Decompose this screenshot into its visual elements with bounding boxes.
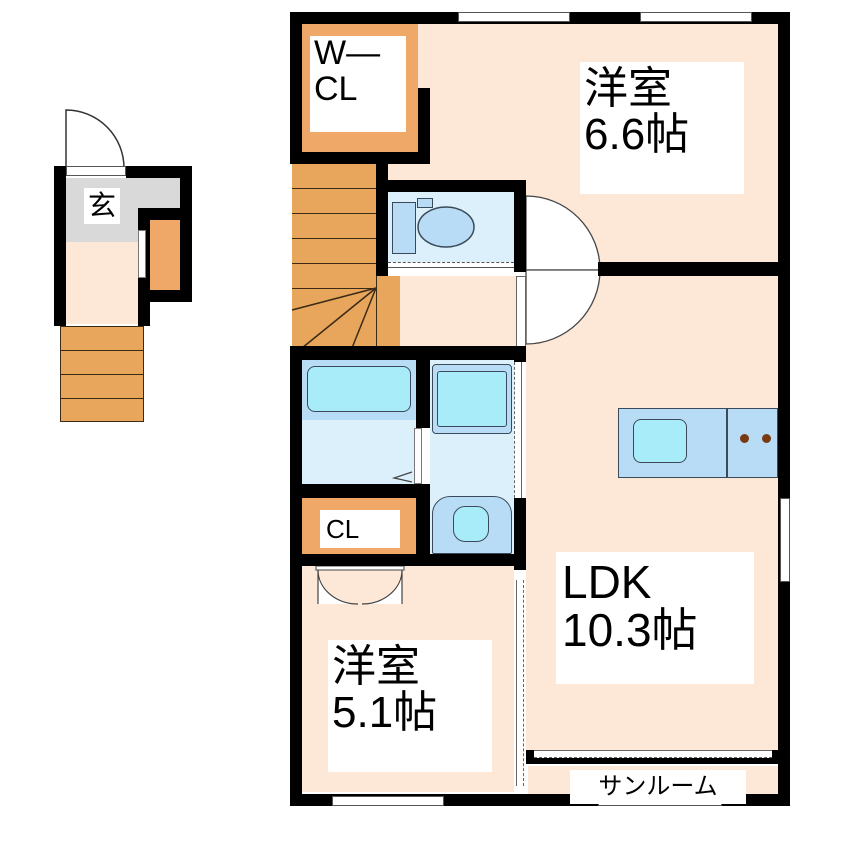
entrance-label: 玄 xyxy=(84,188,120,224)
ldk-size: 10.3帖 xyxy=(562,604,698,657)
stove-burner-icon xyxy=(762,434,771,443)
window xyxy=(780,498,790,582)
stove-burner-icon xyxy=(740,434,749,443)
walk-in-closet-label-line2: CL xyxy=(314,69,358,108)
ldk-name: LDK xyxy=(562,556,652,608)
stair-winder-lines xyxy=(291,287,377,349)
interior-stairs xyxy=(292,164,376,348)
washbasin-bowl-icon xyxy=(453,506,489,542)
shoe-cabinet xyxy=(150,220,180,290)
bedroom-upper-name: 洋室 xyxy=(584,64,672,113)
washing-machine-icon xyxy=(437,371,507,427)
sunroom-label: サンルーム xyxy=(570,770,746,804)
kitchen-sink-icon xyxy=(633,419,687,463)
window xyxy=(458,12,570,22)
hall-floor xyxy=(400,276,526,348)
entrance-hall-floor xyxy=(66,242,138,324)
bedroom-upper-label: 洋室 6.6帖 xyxy=(580,62,744,194)
bedroom-lower-name: 洋室 xyxy=(332,642,420,691)
toilet-tank xyxy=(392,202,416,254)
bedroom-lower-label: 洋室 5.1帖 xyxy=(328,640,492,772)
walk-in-closet-label-line1: W― xyxy=(314,34,381,72)
closet-double-door-icon xyxy=(315,565,405,605)
walk-in-closet-label: W― CL xyxy=(310,34,406,132)
bedroom-lower-size: 5.1帖 xyxy=(332,688,438,738)
door-marker-icon xyxy=(391,471,413,483)
entrance-door-swing-icon xyxy=(65,109,125,169)
window xyxy=(640,12,752,22)
toilet-icon xyxy=(417,206,475,248)
hall-double-swing-door-icon xyxy=(525,195,601,345)
window xyxy=(332,796,444,806)
bedroom-upper-size: 6.6帖 xyxy=(584,110,690,160)
closet-label: CL xyxy=(320,510,400,548)
bathtub-icon xyxy=(307,366,411,412)
ldk-label: LDK 10.3帖 xyxy=(556,552,754,684)
